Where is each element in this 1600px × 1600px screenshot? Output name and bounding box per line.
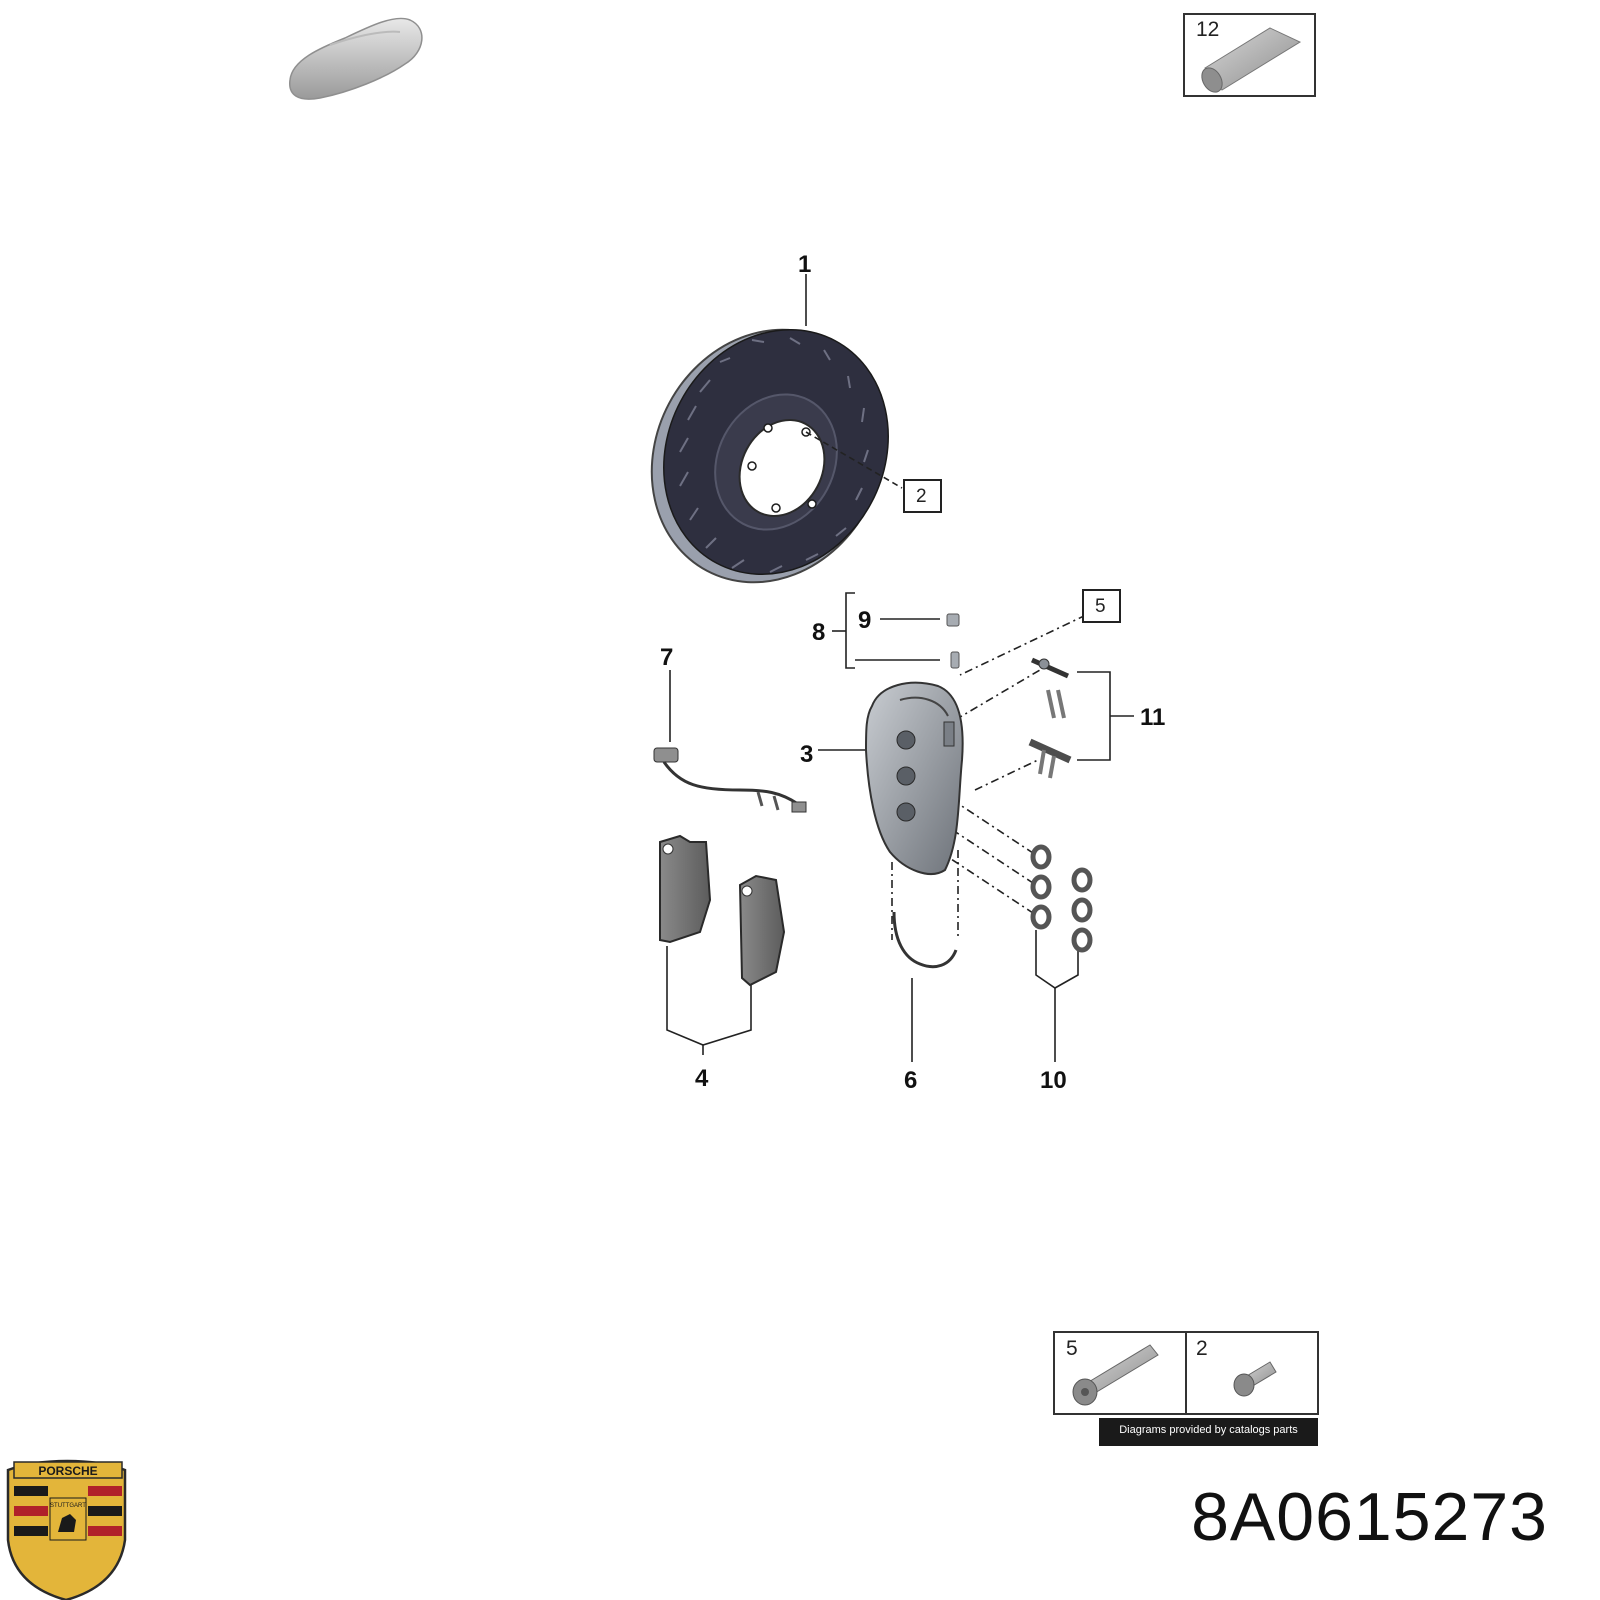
piston-seal-rings-icon (1030, 844, 1093, 953)
callout-7: 7 (660, 644, 673, 671)
porsche-crest-icon: PORSCHE STUTTGART (6, 1459, 127, 1600)
callout-8: 8 (812, 619, 825, 646)
svg-text:5: 5 (1095, 596, 1106, 617)
credit-banner: Diagrams provided by catalogs parts (1099, 1418, 1318, 1446)
logo-text-top: PORSCHE (38, 1464, 97, 1478)
inset-number-12: 12 (1196, 18, 1219, 41)
callout-6: 6 (904, 1067, 917, 1094)
brake-caliper (864, 681, 964, 875)
inset-grease-tube: 12 (1183, 13, 1316, 97)
inset-number-5: 5 (1066, 1337, 1078, 1360)
bleeder-valve-cap-icon (946, 613, 960, 627)
callout-1: 1 (798, 251, 811, 278)
brake-pipe-icon (892, 911, 958, 969)
callout-10: 10 (1040, 1067, 1067, 1094)
vehicle-silhouette-icon (289, 17, 423, 100)
credit-text: Diagrams provided by catalogs parts (1119, 1424, 1298, 1436)
pad-retaining-spring-icon (1028, 657, 1072, 779)
leader-lines (666, 274, 1134, 1062)
svg-text:2: 2 (916, 486, 927, 507)
inset-number-2: 2 (1196, 1337, 1208, 1360)
bleeder-screw-icon (950, 651, 960, 669)
callout-box-5: 5 (1082, 589, 1121, 623)
wear-sensor-cable-icon (653, 747, 807, 813)
part-number: 8A0615273 (1191, 1479, 1548, 1555)
callout-box-2: 2 (903, 479, 942, 513)
callout-11: 11 (1140, 704, 1165, 731)
grease-tube-icon (1201, 27, 1302, 93)
brake-disc (650, 328, 889, 584)
caliper-bolt-icon (1072, 1344, 1159, 1406)
callout-3: 3 (800, 741, 813, 768)
disc-slots (679, 337, 869, 573)
callout-4: 4 (695, 1065, 709, 1092)
inset-bolts: 5 2 (1053, 1331, 1319, 1415)
disc-screw-icon (1233, 1361, 1277, 1397)
callout-9: 9 (858, 607, 871, 634)
logo-text-center: STUTTGART (50, 1503, 86, 1509)
brake-pad-set-icon (659, 834, 786, 987)
